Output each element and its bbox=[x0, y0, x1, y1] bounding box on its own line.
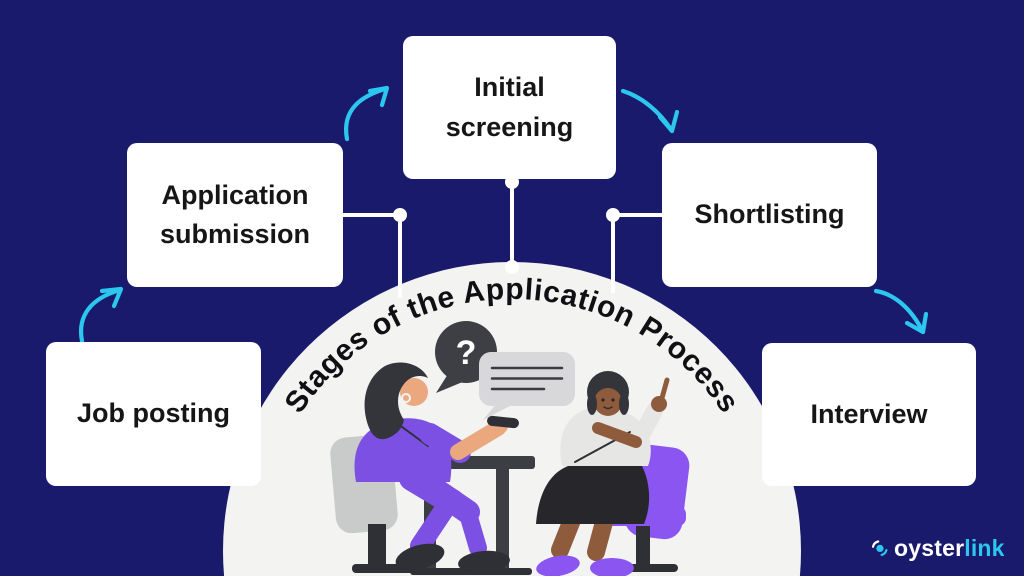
interviewer-figure bbox=[330, 362, 519, 574]
heel bbox=[536, 555, 580, 576]
brand-name-oyster: oyster bbox=[894, 535, 965, 561]
stage-box-job-posting: Job posting bbox=[46, 342, 261, 486]
message-bubble-icon bbox=[479, 352, 575, 420]
skirt bbox=[536, 466, 650, 524]
heel bbox=[590, 558, 634, 576]
oyster-icon bbox=[871, 540, 888, 557]
candidate-figure bbox=[536, 371, 690, 576]
face bbox=[400, 378, 428, 406]
shoe bbox=[395, 543, 445, 571]
brand-name-link: link bbox=[964, 535, 1005, 561]
shoe bbox=[458, 550, 510, 574]
curved-arrow-icon bbox=[344, 86, 388, 142]
stage-box-initial-screening: Initial screening bbox=[403, 36, 616, 179]
stage-box-interview: Interview bbox=[762, 343, 976, 486]
connector-dot bbox=[505, 260, 519, 274]
curved-arrow-icon bbox=[873, 288, 926, 335]
arrow-job-to-application bbox=[78, 286, 124, 344]
connector-lines bbox=[343, 175, 662, 298]
arrow-shortlisting-to-interview bbox=[873, 288, 929, 335]
curved-arrow-icon bbox=[78, 287, 123, 344]
hand bbox=[651, 396, 667, 412]
face bbox=[594, 388, 622, 416]
earring bbox=[401, 393, 411, 403]
pointing-finger bbox=[659, 377, 670, 401]
brand-logo: oysterlink bbox=[870, 534, 1005, 562]
connector-dot bbox=[393, 208, 407, 222]
question-mark: ? bbox=[456, 334, 477, 372]
recorder-icon bbox=[487, 415, 519, 429]
connector-dot bbox=[606, 208, 620, 222]
stage-box-shortlisting: Shortlisting bbox=[662, 143, 877, 287]
hair bbox=[364, 362, 428, 440]
stage-box-application-submission: Application submission bbox=[127, 143, 343, 287]
arrow-application-to-screening bbox=[344, 85, 390, 142]
arrow-screening-to-shortlisting bbox=[620, 88, 680, 134]
